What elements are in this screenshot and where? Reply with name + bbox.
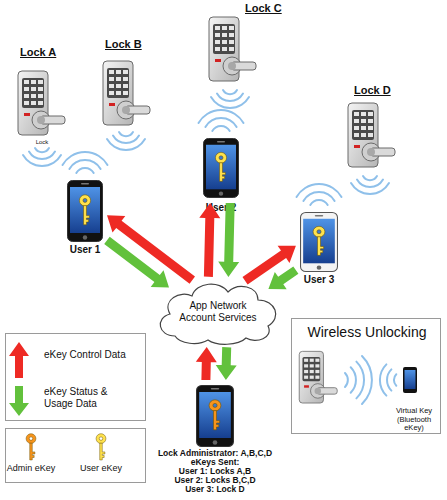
user-label: User 2 xyxy=(191,202,251,214)
user-phone: User 2 xyxy=(203,138,239,198)
lock-drawing xyxy=(205,16,257,84)
legend-arrow xyxy=(9,342,29,378)
lock-node: Lock B xyxy=(99,60,151,128)
legend-text: eKey Control Data xyxy=(44,349,142,361)
data-flow-arrow xyxy=(196,347,217,380)
phone-drawing xyxy=(196,385,234,447)
legend-frames xyxy=(6,334,146,483)
legend-text: Admin eKey xyxy=(1,463,61,473)
wireless-illustration xyxy=(299,351,417,403)
wireless-waves xyxy=(23,90,396,404)
legend-text: User eKey xyxy=(71,463,131,473)
legend-key xyxy=(26,434,36,460)
legend-key xyxy=(96,434,106,460)
phone-screen xyxy=(405,370,416,389)
box-text: Wireless Unlocking xyxy=(292,324,442,340)
phone-drawing xyxy=(203,138,239,198)
lock-node: Lock C xyxy=(205,16,257,84)
admin-phone: Lock Administrator: A,B,C,DeKeys Sent:Us… xyxy=(196,385,234,447)
phone-icon xyxy=(403,367,417,393)
cloud-text: App Network Account Services xyxy=(172,300,264,323)
cloud-node: App Network Account Services xyxy=(150,278,285,346)
lock-drawing xyxy=(99,60,151,128)
admin-note: User 3: Lock D xyxy=(104,485,326,495)
lock-title: Lock D xyxy=(354,84,414,97)
lock-title: Lock A xyxy=(20,46,80,59)
wireless-box: Wireless UnlockingVirtual Key (Bluetooth… xyxy=(291,318,441,434)
legend-frame xyxy=(6,334,146,421)
lock-icon xyxy=(299,351,337,403)
phone-drawing xyxy=(300,212,338,272)
data-flow-arrow xyxy=(199,203,220,277)
lock-title: Lock C xyxy=(245,2,305,15)
lock-node: Lock A xyxy=(14,70,66,138)
lock-drawing xyxy=(14,70,66,138)
data-flow-arrow xyxy=(243,246,296,285)
legend-arrow xyxy=(9,386,29,416)
lock-node: Lock D xyxy=(344,102,396,170)
data-flow-arrow xyxy=(104,237,169,288)
data-flow-arrow xyxy=(268,266,298,289)
data-flow-arrow xyxy=(218,203,239,277)
box-text: Virtual Key (Bluetooth eKey) xyxy=(388,407,440,433)
user-label: User 1 xyxy=(55,244,115,256)
user-phone: User 3 xyxy=(300,212,338,272)
user-phone: User 1 xyxy=(67,180,103,242)
data-flow-arrow xyxy=(216,347,237,380)
legend-frame xyxy=(6,429,146,483)
lock-drawing xyxy=(344,102,396,170)
legend-text: eKey Status & Usage Data xyxy=(44,386,124,409)
lock-title: Lock B xyxy=(105,38,165,51)
phone-drawing xyxy=(67,180,103,242)
user-label: User 3 xyxy=(289,274,349,286)
caption-label: Lock xyxy=(30,139,54,146)
data-flow-arrow xyxy=(107,215,195,284)
